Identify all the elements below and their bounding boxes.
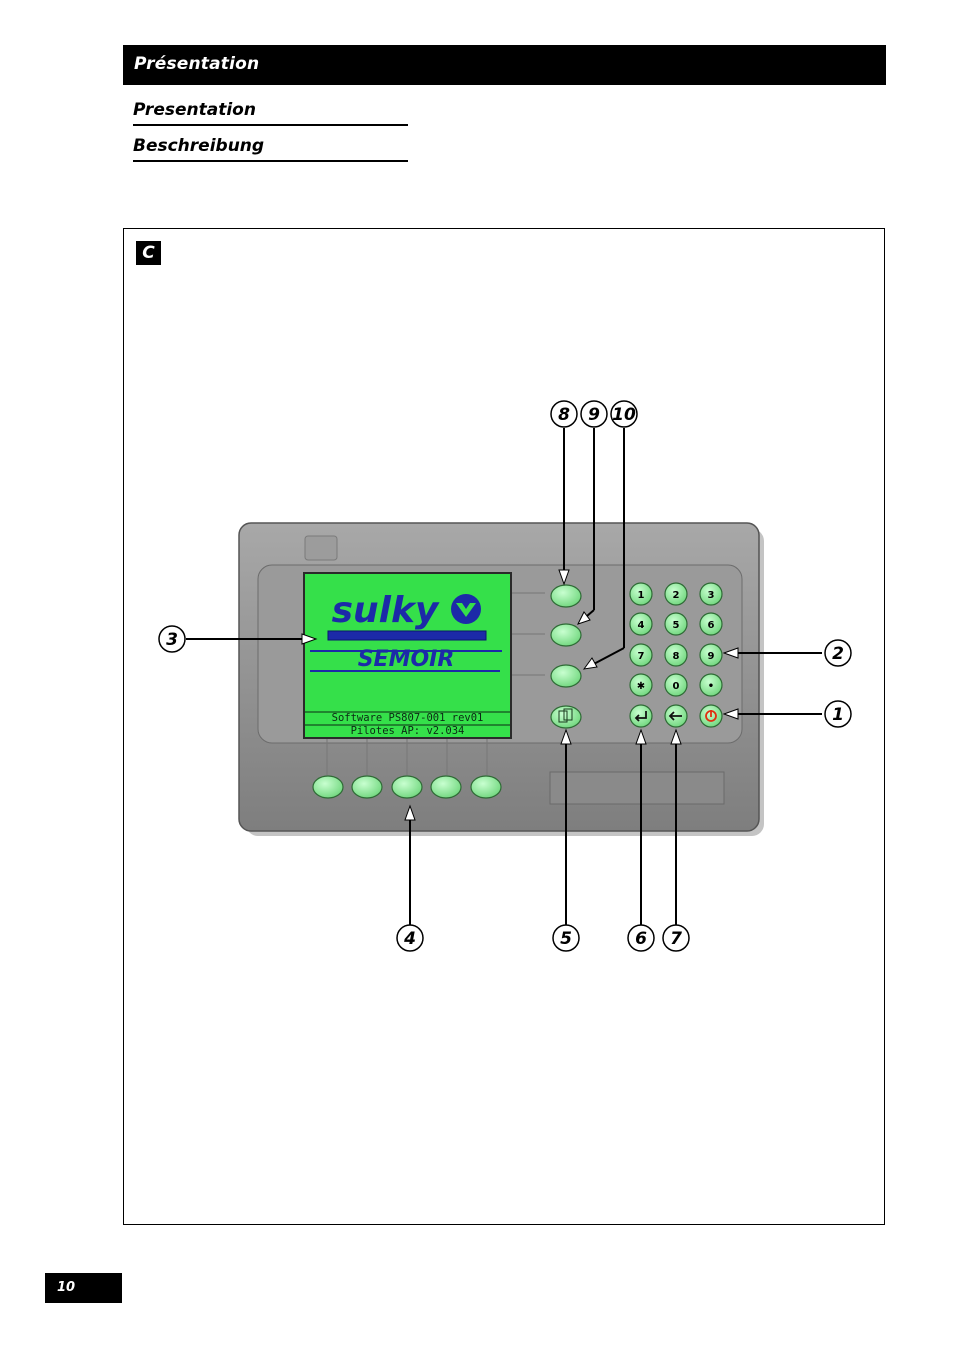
key-6-label: 6 [708, 620, 715, 631]
softkey-right-2 [550, 623, 582, 647]
softkey-bottom-5 [470, 775, 502, 799]
figure-frame [123, 228, 885, 1225]
key-4 [629, 612, 653, 636]
key-7-label: 7 [638, 651, 645, 662]
key-2 [664, 582, 688, 606]
enter-button [629, 704, 653, 728]
key-4-label: 4 [638, 620, 645, 631]
key-2-label: 2 [673, 590, 680, 601]
numeric-keypad: 1 2 3 4 5 6 7 8 9 ✱ 0 • [629, 582, 723, 697]
callout-2: 2 [832, 644, 844, 664]
page-switch-icon [558, 710, 568, 723]
key-3 [699, 582, 723, 606]
figure-label: C [136, 241, 161, 265]
key-dot [699, 673, 723, 697]
callout-lines [186, 428, 822, 925]
screen-bar [327, 630, 487, 641]
callout-5: 5 [560, 929, 572, 949]
subtitle-german: Beschreibung [133, 136, 408, 162]
key-9 [699, 643, 723, 667]
header-bar: Présentation [123, 45, 886, 85]
key-6 [699, 612, 723, 636]
softkey-bottom-3 [391, 775, 423, 799]
key-0 [664, 673, 688, 697]
key-8 [664, 643, 688, 667]
key-1 [629, 582, 653, 606]
softkey-bottom-4 [430, 775, 462, 799]
callout-9: 9 [588, 405, 600, 425]
softkey-right-3 [550, 664, 582, 688]
callout-3: 3 [166, 630, 178, 650]
key-7 [629, 643, 653, 667]
callout-7: 7 [670, 929, 682, 949]
key-3-label: 3 [708, 590, 715, 601]
section-title: Présentation [134, 54, 260, 74]
subtitle-english: Presentation [133, 100, 408, 126]
softkey-right-1 [550, 584, 582, 608]
callout-4: 4 [403, 929, 416, 949]
enter-icon [634, 711, 647, 722]
key-5-label: 5 [673, 620, 680, 631]
key-dot-label: • [708, 681, 714, 692]
softkey-bottom-2 [351, 775, 383, 799]
logo-plate [304, 535, 338, 561]
key-1-label: 1 [638, 590, 645, 601]
callout-6: 6 [635, 929, 647, 949]
callout-arrowheads [301, 569, 739, 821]
callout-10: 10 [612, 405, 636, 425]
brand-text: sulky [332, 590, 440, 631]
key-9-label: 9 [708, 651, 715, 662]
screen-drivers-line: Pilotes AP: v2.034 [350, 725, 465, 737]
label-slot [549, 771, 725, 805]
key-0-label: 0 [673, 681, 680, 692]
key-5 [664, 612, 688, 636]
callout-8: 8 [558, 405, 570, 425]
key-star-label: ✱ [637, 681, 645, 692]
key-star [629, 673, 653, 697]
key-8-label: 8 [673, 651, 680, 662]
back-arrow-icon [668, 711, 682, 721]
screen-software-line: Software PS807-001 rev01 [331, 712, 484, 724]
softkey-bottom-1 [312, 775, 344, 799]
callout-circles [158, 400, 852, 952]
page-number: 10 [45, 1273, 122, 1303]
callout-1: 1 [832, 705, 844, 725]
